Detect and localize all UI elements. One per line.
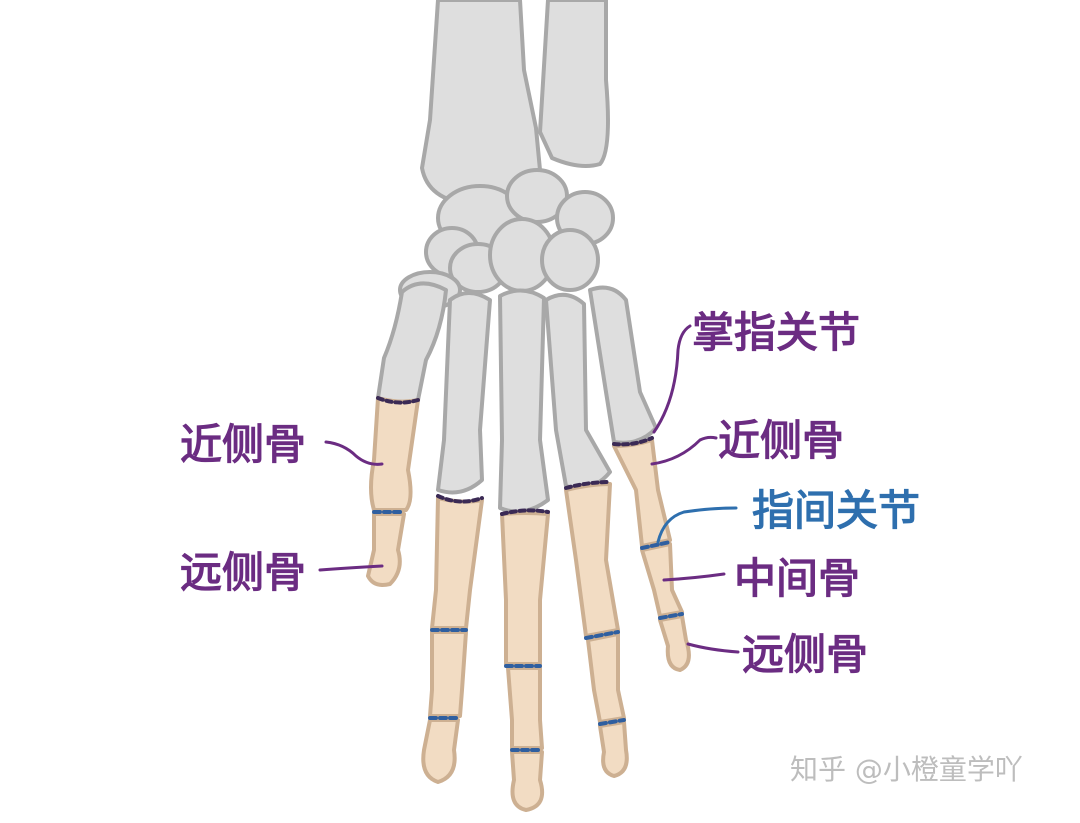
- little-finger-phalanges: [612, 438, 691, 672]
- index-finger-phalanges: [421, 496, 484, 784]
- leader-right-distal: [686, 642, 740, 654]
- label-right-distal-phalanx: 远侧骨: [742, 630, 869, 679]
- leader-left-distal: [318, 564, 384, 572]
- label-right-middle-phalanx: 中间骨: [734, 554, 861, 603]
- thumb-distal-phalanx: [366, 512, 406, 587]
- label-ip-joint: 指间关节: [752, 486, 921, 535]
- leader-lines: [318, 324, 740, 654]
- label-right-proximal-phalanx: 近侧骨: [718, 416, 845, 465]
- label-mcp-joint: 掌指关节: [692, 308, 861, 357]
- forearm-bones: [420, 0, 610, 206]
- middle-finger-phalanges: [500, 511, 550, 812]
- metacarpal-bones: [376, 281, 658, 514]
- leader-left-proximal: [324, 440, 384, 466]
- leader-mcp: [652, 324, 692, 434]
- label-left-proximal-phalanx: 近侧骨: [180, 420, 307, 469]
- watermark: 知乎 @小橙童学吖: [790, 753, 1023, 786]
- mcp-joint-lines: [376, 396, 654, 516]
- label-left-distal-phalanx: 远侧骨: [180, 548, 307, 597]
- leader-right-middle: [662, 572, 726, 582]
- thumb-proximal-phalanx: [369, 396, 420, 512]
- ulna-bone: [538, 0, 610, 168]
- leader-ip: [656, 506, 738, 544]
- ip-joint-lines: [372, 510, 684, 752]
- ring-finger-phalanges: [564, 482, 629, 778]
- leader-right-proximal: [650, 435, 718, 466]
- thumb-phalanges: [366, 396, 420, 587]
- carpal-bones: [398, 168, 615, 310]
